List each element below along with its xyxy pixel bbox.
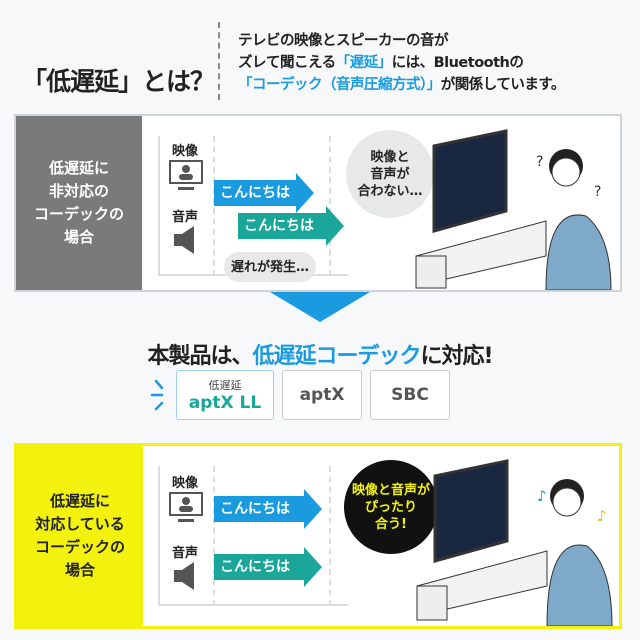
audio-arrow: こんにちは xyxy=(214,547,322,587)
timeline-dash xyxy=(329,466,331,606)
mismatch-bubble: 映像と 音声が 合わない… xyxy=(346,130,434,218)
timeline-dash xyxy=(213,466,215,606)
video-arrow: こんにちは xyxy=(214,173,314,213)
video-label: 映像 xyxy=(172,476,199,491)
desc-text: には、Bluetoothの xyxy=(391,55,524,71)
speaker-icon xyxy=(174,226,194,254)
delay-bubble: 遅れが発生… xyxy=(224,252,316,282)
desc-text: が関係しています。 xyxy=(440,77,566,93)
codec-name: aptX LL xyxy=(188,393,262,413)
side-line: 低遅延に xyxy=(49,492,110,510)
svg-text:♪: ♪ xyxy=(597,507,607,525)
bubble-line: ぴったり xyxy=(364,499,417,515)
bubble-line: 映像と音声が xyxy=(351,482,430,498)
speaker-icon xyxy=(174,562,194,590)
confused-viewer-illustration: ?? xyxy=(415,129,612,290)
svg-text:♪: ♪ xyxy=(537,487,547,505)
codec-sbc: SBC xyxy=(370,370,450,420)
side-line: 場合 xyxy=(63,228,94,246)
side-line: 対応している xyxy=(35,515,125,533)
monitor-person-icon xyxy=(169,492,203,522)
codec-aptx: aptX xyxy=(282,370,362,420)
audio-label: 音声 xyxy=(172,210,199,225)
bubble-line: 合わない… xyxy=(357,183,423,199)
sync-bubble: 映像と音声が ぴったり 合う! xyxy=(344,460,438,554)
side-line: コーデックの xyxy=(34,538,125,556)
side-line: 場合 xyxy=(64,561,95,579)
bubble-line: 映像と xyxy=(370,149,410,165)
panel-side-label: 低遅延に 対応している コーデックの 場合 xyxy=(17,446,143,626)
audio-label: 音声 xyxy=(172,546,199,561)
desc-text: ズレて聞こえる xyxy=(238,55,336,71)
monitor-person-icon xyxy=(169,160,203,190)
bubble-line: 合う! xyxy=(375,516,407,532)
desc-highlight: 「遅延」 xyxy=(335,55,393,71)
side-line: 低遅延に xyxy=(48,159,109,177)
bubble-line: 音声が xyxy=(370,166,410,182)
sparkle-icon xyxy=(150,379,164,411)
timeline-dash xyxy=(213,136,215,276)
timeline-axis xyxy=(158,466,348,606)
panel-side-label: 低遅延に 非対応の コーデックの 場合 xyxy=(16,116,142,290)
headline-text: 本製品は、 xyxy=(147,344,253,369)
video-label: 映像 xyxy=(172,144,199,159)
page-title: 「低遅延」とは？ xyxy=(22,67,215,96)
headline-highlight: 低遅延コーデック xyxy=(252,344,421,369)
down-arrow-icon xyxy=(270,292,370,322)
description: テレビの映像とスピーカーの音が ズレて聞こえる「遅延」には、Bluetoothの… xyxy=(238,30,565,96)
divider xyxy=(218,22,220,100)
video-arrow: こんにちは xyxy=(214,489,322,529)
side-line: コーデックの xyxy=(33,205,124,223)
headline-text: に対応! xyxy=(420,344,493,369)
svg-text:?: ? xyxy=(594,184,601,200)
side-line: 非対応の xyxy=(48,182,109,200)
codec-name: aptX xyxy=(299,385,345,405)
codec-name: SBC xyxy=(391,385,429,405)
desc-highlight: 「コーデック（音声圧縮方式）」 xyxy=(238,77,441,93)
desc-line: テレビの映像とスピーカーの音が xyxy=(238,33,449,49)
codec-sub: 低遅延 xyxy=(208,379,242,392)
low-latency-panel: 低遅延に 対応している コーデックの 場合 映像 こんにちは 音声 こんにちは … xyxy=(14,443,622,629)
headline: 本製品は、低遅延コーデックに対応! xyxy=(0,338,640,370)
svg-text:?: ? xyxy=(536,154,543,170)
codec-aptx-ll: 低遅延 aptX LL xyxy=(176,370,274,420)
happy-viewer-illustration: ♪♪ xyxy=(416,459,613,626)
audio-arrow-delayed: こんにちは xyxy=(238,206,344,246)
non-low-latency-panel: 低遅延に 非対応の コーデックの 場合 映像 こんにちは 音声 こんにちは 遅れ… xyxy=(14,114,622,292)
